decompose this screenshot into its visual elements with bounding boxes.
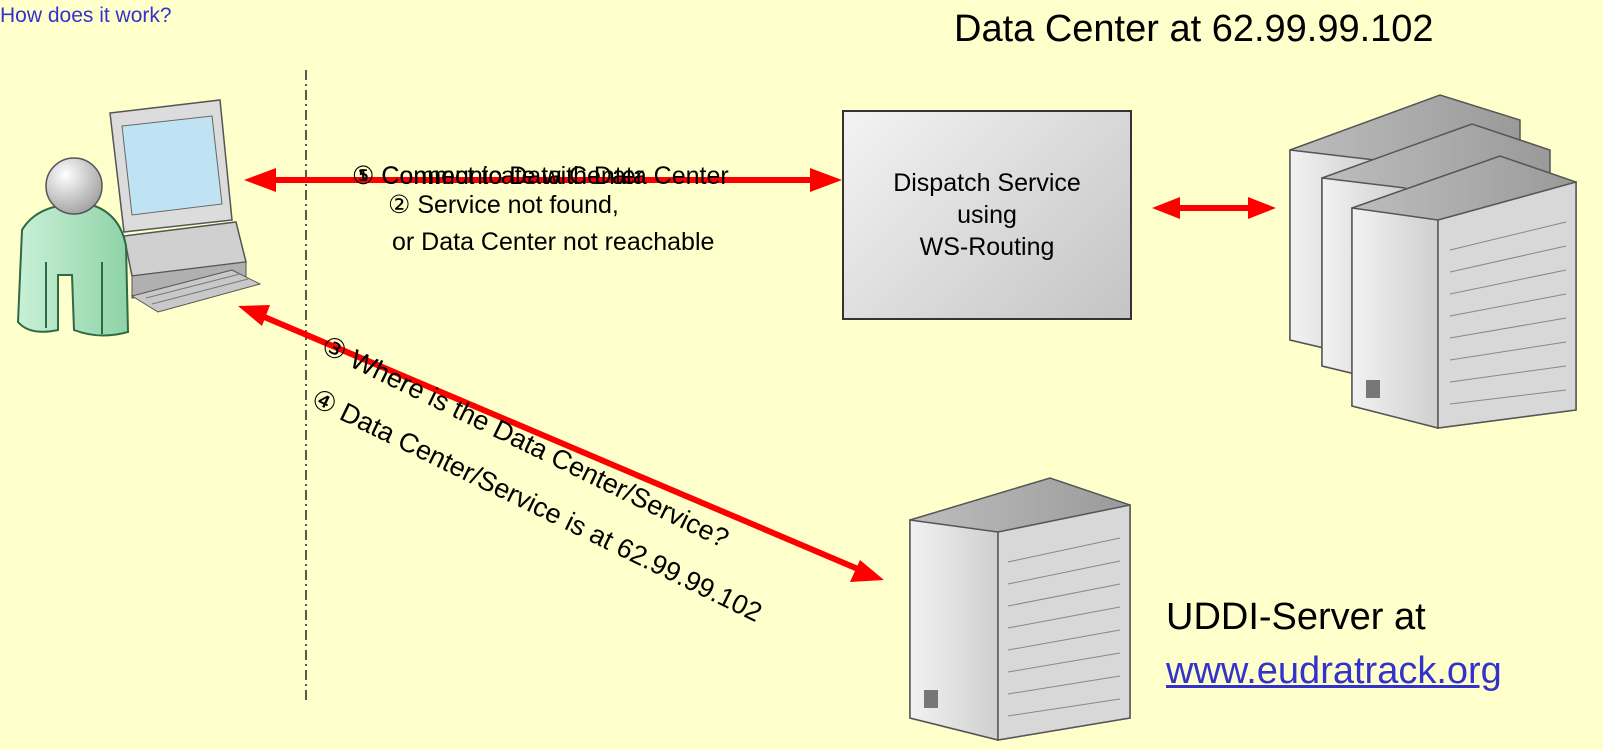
dispatch-line3: WS-Routing (919, 233, 1055, 261)
page-heading: How does it work? (0, 4, 172, 27)
dispatch-line2: using (957, 201, 1017, 229)
dispatch-service-box: Dispatch Service using WS-Routing (842, 110, 1132, 320)
data-center-title: Data Center at 62.99.99.102 (954, 8, 1434, 50)
server-cluster-icon (1289, 94, 1577, 429)
uddi-title: UDDI-Server at (1166, 596, 1426, 638)
uddi-server-icon (909, 477, 1131, 741)
step1-label: ① Connect to Data Center (352, 162, 645, 190)
step5-label: ⑤ Communicate with Data Center (352, 162, 729, 190)
dispatch-line1: Dispatch Service (893, 169, 1081, 197)
uddi-link[interactable]: www.eudratrack.org (1166, 650, 1502, 692)
step2-label-line2: or Data Center not reachable (392, 228, 715, 256)
arrow-user-uddi (238, 305, 884, 582)
step2-label-line1: ② Service not found, (388, 191, 619, 219)
arrow-user-dispatch (244, 168, 842, 192)
user-at-computer-icon (16, 99, 262, 337)
arrow-dispatch-datacenter (1152, 197, 1276, 219)
